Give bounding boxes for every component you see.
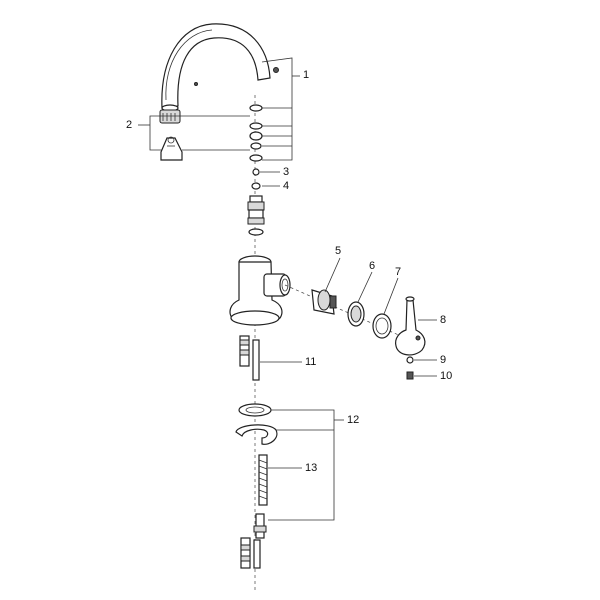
callout-13: 13 — [305, 462, 318, 474]
side-cartridge — [311, 289, 337, 315]
mounting-rods — [239, 335, 260, 381]
leader-lines — [138, 57, 437, 521]
hose-connectors — [240, 513, 267, 569]
washer-9 — [406, 356, 414, 364]
faucet-body — [229, 255, 291, 326]
lever-handle — [395, 296, 426, 356]
callout-3: 3 — [283, 166, 290, 178]
callout-7: 7 — [395, 266, 402, 278]
callout-8: 8 — [440, 314, 447, 326]
aerator-part — [159, 109, 181, 124]
screw-10 — [406, 371, 414, 380]
callout-1: 1 — [303, 69, 310, 81]
threaded-stud — [258, 454, 268, 506]
ring-6 — [347, 301, 365, 327]
callout-11: 11 — [305, 356, 317, 368]
callout-2: 2 — [126, 119, 133, 131]
spout-screw — [273, 67, 279, 73]
callout-4: 4 — [283, 180, 290, 192]
callout-12: 12 — [347, 414, 360, 426]
callout-5: 5 — [335, 245, 342, 257]
callout-10: 10 — [440, 370, 453, 382]
mounting-washers — [235, 403, 278, 445]
valve-insert — [247, 195, 265, 236]
spout — [161, 23, 279, 112]
callout-9: 9 — [440, 354, 447, 366]
callout-6: 6 — [369, 260, 376, 272]
cap-ring-7 — [372, 313, 392, 339]
seal-stack — [249, 104, 263, 190]
aerator-key — [160, 136, 183, 161]
